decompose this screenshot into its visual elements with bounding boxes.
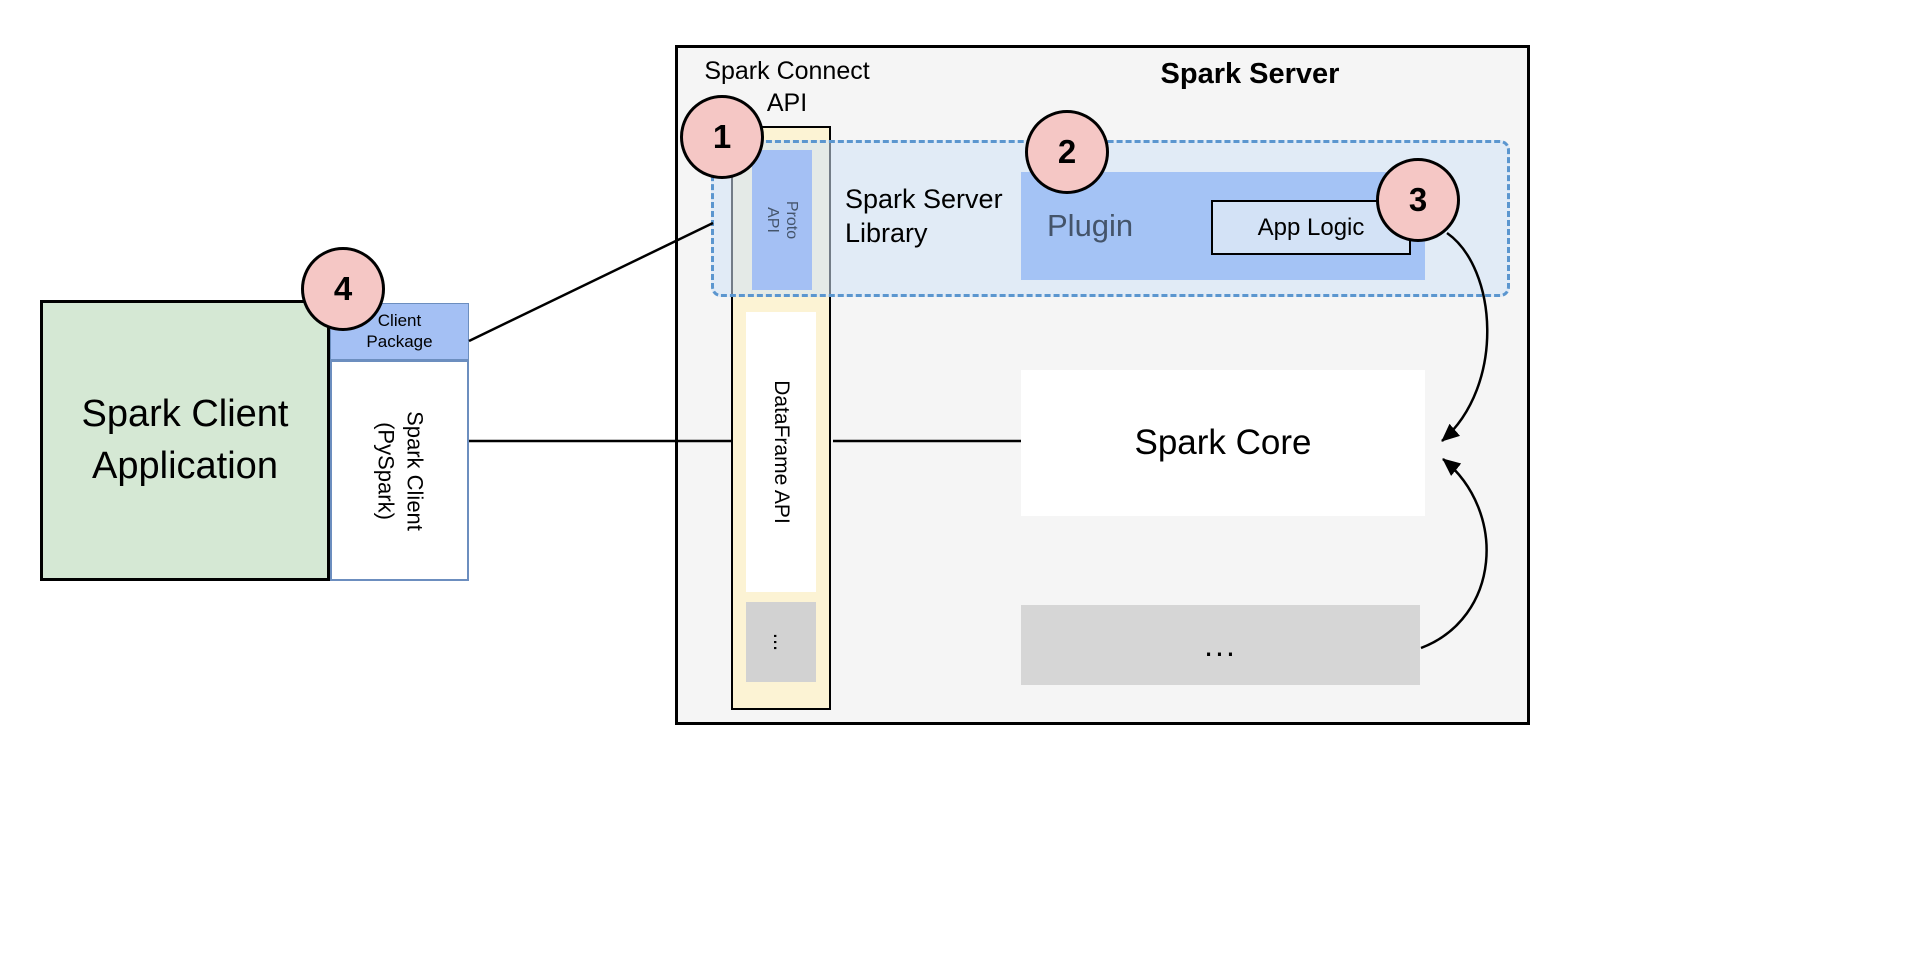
- plugin-label: Plugin: [1047, 208, 1134, 243]
- spark-connect-api-line1: Spark Connect: [704, 57, 870, 85]
- step-badge-3: 3: [1376, 158, 1460, 242]
- dataframe-api-label: DataFrame API: [770, 380, 793, 524]
- plugin-box: Plugin App Logic: [1021, 172, 1425, 280]
- library-label-line1: Spark Server: [845, 184, 1003, 214]
- proto-api-box: Proto API: [752, 150, 812, 290]
- column-more-box: ...: [746, 602, 816, 682]
- library-label-line2: Library: [845, 217, 928, 248]
- spark-server-title: Spark Server: [1160, 58, 1340, 90]
- server-more-label: ...: [1204, 626, 1237, 663]
- spark-core-label: Spark Core: [1134, 423, 1312, 462]
- client-package-line1: Client: [377, 311, 422, 331]
- spark-server-library-label: Spark Server Library: [845, 183, 1003, 251]
- client-app-line2: Application: [92, 444, 278, 487]
- spark-client-label: Spark Client (PySpark): [373, 410, 428, 531]
- dataframe-api-box: DataFrame API: [746, 312, 816, 592]
- app-logic-label: App Logic: [1257, 213, 1365, 241]
- proto-api-label: Proto API: [764, 200, 801, 240]
- step-badge-2: 2: [1025, 110, 1109, 194]
- step-badge-1: 1: [680, 95, 764, 179]
- client-package-line2: Package: [366, 331, 433, 351]
- spark-client-box: Spark Client (PySpark): [330, 360, 469, 581]
- spark-connect-api-label: Spark Connect API: [687, 55, 887, 119]
- client-app-box: Spark Client Application: [40, 300, 330, 581]
- client-app-line1: Spark Client: [81, 393, 289, 436]
- server-more-box: ...: [1021, 605, 1420, 685]
- spark-core-box: Spark Core: [1021, 370, 1425, 516]
- column-more-label: ...: [769, 632, 794, 652]
- step-badge-4: 4: [301, 247, 385, 331]
- spark-connect-api-line2: API: [766, 89, 808, 117]
